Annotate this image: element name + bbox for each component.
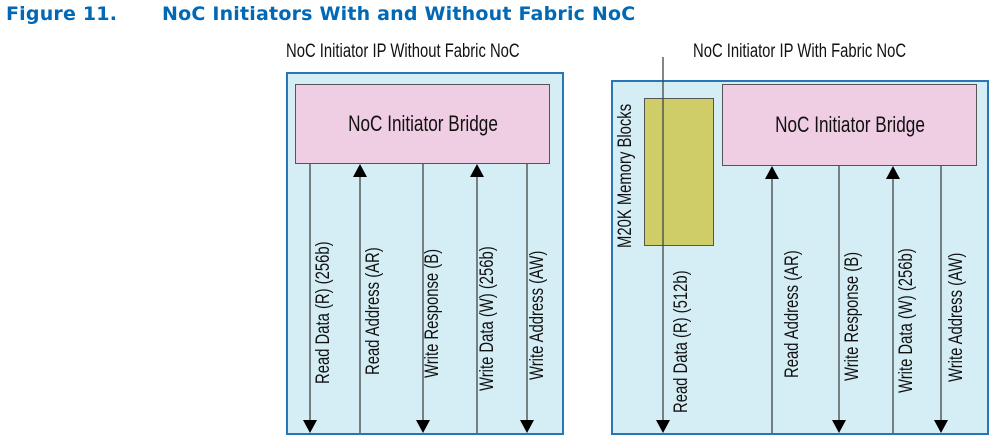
right-bridge-block: NoC Initiator Bridge: [722, 84, 977, 166]
left-signal-label-1: Read Address (AR): [363, 247, 384, 375]
right-signal-label-4: Write Address (AW): [946, 252, 967, 382]
left-panel-title: NoC Initiator IP Without Fabric NoC: [286, 41, 520, 62]
m20k-memory-label: M20K Memory Blocks: [615, 103, 636, 248]
m20k-memory-block: [644, 98, 714, 246]
right-signal-label-1: Read Address (AR): [782, 250, 803, 378]
right-bridge-label: NoC Initiator Bridge: [774, 112, 925, 137]
figure-title: Figure 11. NoC Initiators With and Withou…: [6, 3, 635, 25]
right-signal-label-0: Read Data (R) (512b): [671, 270, 692, 413]
figure-caption: NoC Initiators With and Without Fabric N…: [162, 3, 636, 25]
left-signal-label-2: Write Response (B): [422, 248, 443, 378]
right-signal-label-2: Write Response (B): [842, 251, 863, 381]
left-signal-label-4: Write Address (AW): [527, 250, 548, 380]
left-bridge-block: NoC Initiator Bridge: [295, 84, 550, 164]
right-panel-title: NoC Initiator IP With Fabric NoC: [693, 41, 907, 62]
left-signal-label-3: Write Data (W) (256b): [477, 246, 498, 391]
left-signal-label-0: Read Data (R) (256b): [313, 241, 334, 384]
figure-number: Figure 11.: [6, 3, 118, 25]
right-signal-label-3: Write Data (W) (256b): [896, 248, 917, 393]
left-bridge-label: NoC Initiator Bridge: [347, 111, 498, 136]
